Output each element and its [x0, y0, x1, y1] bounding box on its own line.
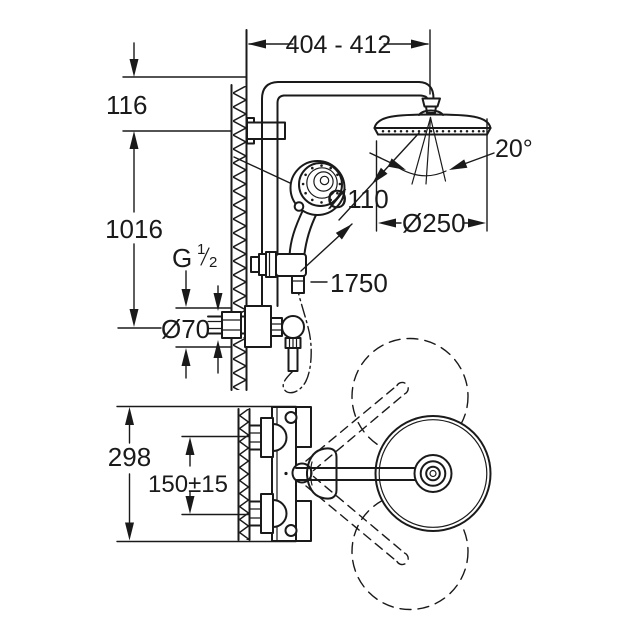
dim-escutcheon: Ø70	[161, 285, 223, 374]
hose-length-label: 1750	[330, 268, 388, 298]
supply-spacing-label: 150±15	[148, 471, 228, 498]
dim-supply-spacing: 150±15	[148, 435, 250, 516]
wall-offset-label: 116	[106, 90, 147, 120]
dim-wall-offset: 116	[106, 42, 247, 149]
top-width-label: 404 - 412	[286, 31, 392, 59]
body-depth-label: 298	[108, 442, 151, 472]
riser-height-label: 1016	[105, 214, 163, 244]
supply-connection-bottom	[248, 493, 288, 534]
hand-shower	[288, 160, 346, 259]
swivel-arm-ghosts	[305, 381, 409, 566]
top-view: 298 150±15	[108, 337, 492, 611]
supply-connection-top	[248, 417, 288, 458]
thread-label-g: G	[172, 243, 192, 273]
dim-head-shower: Ø250	[375, 118, 488, 238]
spray-nozzles	[381, 130, 485, 133]
mount-screw-top	[284, 411, 298, 424]
dim-depth: 298	[108, 405, 297, 543]
wall-bracket	[246, 117, 286, 145]
mount-screw-bottom	[284, 524, 298, 537]
valve-body	[244, 305, 272, 348]
dim-thread: G 1 2	[172, 241, 232, 379]
dim-riser-height: 1016	[105, 148, 163, 329]
hand-shower-nozzles	[301, 164, 342, 204]
valve-knob	[281, 315, 305, 339]
escutcheon-dia-label: Ø70	[161, 314, 210, 344]
wall-section-top	[237, 408, 251, 541]
glide-holder	[250, 251, 307, 294]
mixer-valve-side	[207, 305, 305, 372]
arm-escutcheon-cone	[306, 447, 338, 500]
swivel-angle-label: 20°	[495, 135, 533, 163]
hand-shower-dia-label: Ø110	[327, 184, 389, 214]
mixer-valve-top	[248, 406, 312, 542]
shower-arm	[261, 81, 435, 104]
thread-label-den: 2	[209, 254, 217, 271]
hose-connector	[291, 275, 305, 294]
head-shower-dia-label: Ø250	[402, 208, 466, 238]
angle-arrow-right	[449, 159, 468, 170]
swivel-arm	[284, 447, 453, 500]
wall-hatch-top	[239, 409, 249, 540]
supply-pipe	[207, 311, 247, 339]
hose-outlet	[287, 347, 299, 372]
spray-mode-button	[293, 201, 305, 212]
head-shower-ball-joint	[418, 97, 444, 116]
dim-top-width: 404 - 412	[248, 29, 431, 95]
thread-label-num: 1	[197, 241, 205, 258]
dim-swivel-angle: 20°	[495, 135, 533, 163]
shower-hose	[282, 292, 312, 394]
hand-shower-handle	[288, 209, 318, 259]
dim-hose-length: 1750	[310, 268, 388, 298]
side-view: 404 - 412 116 1016 G 1	[105, 29, 533, 394]
dim-hand-shower: Ø110	[233, 132, 420, 272]
